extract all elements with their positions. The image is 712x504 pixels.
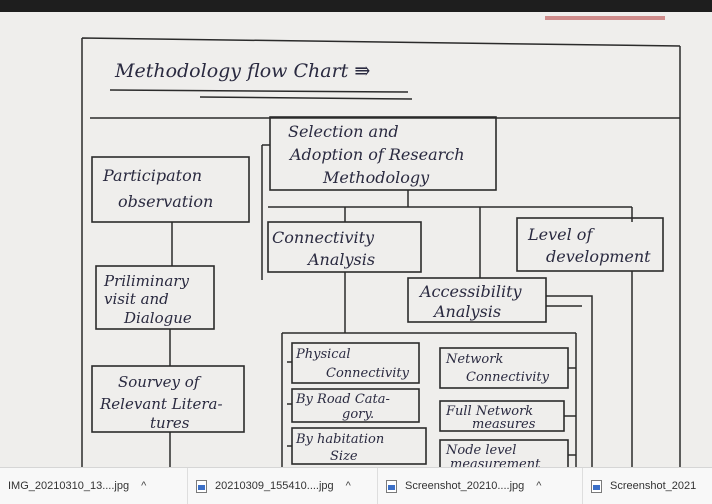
image-file-icon xyxy=(591,479,602,493)
image-viewer: Methodology flow Chart ⇛ Selection and A… xyxy=(0,0,712,467)
survey-text: Sourvey of Relevant Litera- tures xyxy=(99,373,227,432)
road-text: By Road Cata- gory. xyxy=(295,392,394,422)
chevron-up-icon[interactable]: ^ xyxy=(536,480,542,492)
preliminary-box xyxy=(95,265,215,330)
habitation-text: By habitation Size xyxy=(295,432,388,464)
download-filename: IMG_20210310_13....jpg xyxy=(8,480,130,492)
download-filename: Screenshot_20210....jpg xyxy=(405,480,525,492)
accessibility-text: Accessibility Analysis xyxy=(418,282,527,321)
participation-text: Participaton observation xyxy=(102,166,213,211)
flowchart-title: Methodology flow Chart ⇛ xyxy=(114,60,370,82)
selection-text: Selection and Adoption of Research Metho… xyxy=(288,122,470,187)
chevron-up-icon[interactable]: ^ xyxy=(345,480,351,492)
selection-box xyxy=(269,116,497,191)
download-filename: 20210309_155410....jpg xyxy=(215,480,334,492)
flowchart-photo: Methodology flow Chart ⇛ Selection and A… xyxy=(0,0,712,467)
download-item[interactable]: 20210309_155410....jpg ^ xyxy=(188,468,378,504)
preliminary-text: Priliminary visit and Dialogue xyxy=(103,272,194,327)
download-filename: Screenshot_2021 xyxy=(610,480,697,492)
network-text: Network Connectivity xyxy=(445,352,550,385)
physical-box xyxy=(291,342,420,384)
participation-box xyxy=(91,156,250,223)
chevron-up-icon[interactable]: ^ xyxy=(141,480,147,492)
connectivity-text: Connectivity Analysis xyxy=(272,228,379,269)
image-file-icon xyxy=(196,479,207,493)
download-item[interactable]: Screenshot_20210....jpg ^ xyxy=(378,468,583,504)
download-item[interactable]: IMG_20210310_13....jpg ^ xyxy=(0,468,188,504)
download-item[interactable]: Screenshot_2021 xyxy=(583,468,712,504)
development-box xyxy=(516,217,664,272)
accessibility-box xyxy=(407,277,547,323)
outer-frame xyxy=(81,37,681,467)
physical-text: Physical Connectivity xyxy=(295,347,410,381)
development-text: Level of development xyxy=(527,225,651,266)
download-shelf: IMG_20210310_13....jpg ^ 20210309_155410… xyxy=(0,467,712,504)
image-file-icon xyxy=(386,479,397,493)
node-level-text: Node level measurement xyxy=(445,443,541,467)
road-box xyxy=(291,388,420,423)
full-network-text: Full Network measures xyxy=(445,404,537,432)
survey-box xyxy=(91,365,245,433)
